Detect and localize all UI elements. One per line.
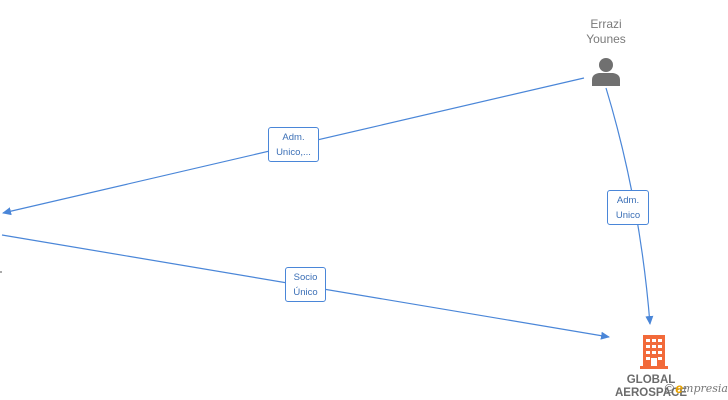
person-icon[interactable] <box>592 58 620 86</box>
edge-label-line2: Único <box>293 287 318 298</box>
copyright-symbol: © <box>664 380 675 396</box>
edge-label-line2: Unico <box>615 210 641 221</box>
edge-label-line1: Adm. <box>282 132 305 143</box>
company-name-line2: AEROSPACE <box>615 387 687 399</box>
empresia-watermark: © e mpresia <box>665 380 728 396</box>
edge-label-person-to-left[interactable]: Adm. Unico,... <box>268 127 319 162</box>
person-name-line2: Younes <box>586 32 626 46</box>
company-name[interactable]: GLOBAL AEROSPACE <box>604 374 698 400</box>
edge-label-line1: Adm. <box>616 195 640 206</box>
building-icon[interactable] <box>640 335 668 369</box>
edge-label-line2: Unico,... <box>276 147 311 158</box>
edge-label-person-to-company[interactable]: Adm. Unico <box>607 190 649 225</box>
person-name[interactable]: Errazi Younes <box>566 17 646 47</box>
company-name-line1: GLOBAL <box>626 374 676 386</box>
person-name-line1: Errazi <box>590 17 622 31</box>
brand-name: mpresia <box>683 381 728 395</box>
edge-label-left-to-company[interactable]: Socio Único <box>285 267 326 302</box>
brand-e-logo: e <box>675 380 684 396</box>
edge-label-line1: Socio <box>293 272 318 283</box>
